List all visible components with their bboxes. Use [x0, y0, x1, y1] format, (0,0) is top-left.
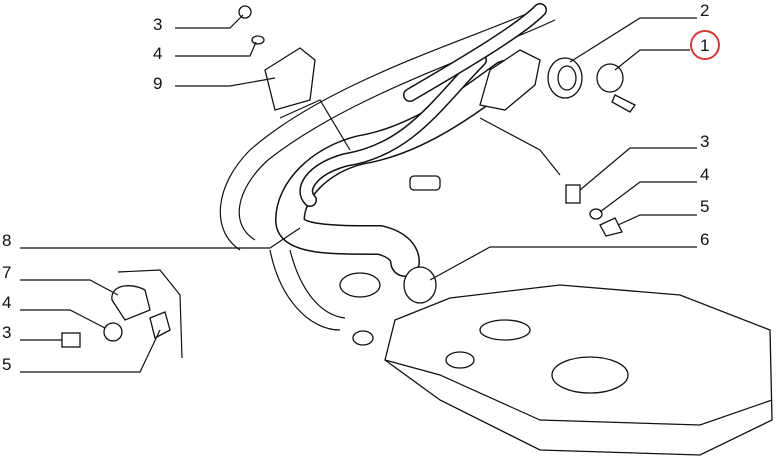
filler-hose: [275, 60, 520, 277]
body-contour-line: [269, 249, 341, 331]
callout-2: 2: [700, 1, 709, 20]
leader-lines: [20, 14, 697, 373]
callout-7: 7: [2, 263, 11, 282]
fuel-tank: [384, 284, 773, 456]
bolt: [565, 184, 581, 204]
callout-1-highlighted: 1: [700, 36, 709, 55]
callout-9: 9: [153, 74, 162, 93]
grommet: [403, 266, 437, 304]
filler-seal-inner: [557, 65, 577, 91]
callout-3-top-left: 3: [153, 15, 162, 34]
washer: [589, 208, 603, 220]
hose-clamp: [352, 330, 374, 346]
clip: [149, 311, 171, 339]
callout-4-top-left: 4: [153, 44, 162, 63]
callout-4-right: 4: [700, 165, 709, 184]
callout-8: 8: [2, 231, 11, 250]
bracket-cover: [111, 285, 151, 321]
washer: [251, 35, 265, 45]
clip: [599, 217, 623, 237]
bracket: [264, 47, 316, 111]
callout-3-right: 3: [700, 132, 709, 151]
callout-5-left: 5: [2, 355, 11, 374]
body-contour-line: [117, 269, 183, 359]
fuel-cap: [596, 63, 624, 93]
vent-hose: [299, 53, 487, 207]
filler-neck: [479, 49, 541, 111]
callout-6: 6: [700, 230, 709, 249]
callout-5-right: 5: [700, 197, 709, 216]
fuel-cap-key: [611, 94, 636, 113]
breather-hose: [403, 3, 547, 102]
hose-clamp: [339, 272, 381, 298]
bolt: [61, 332, 81, 348]
highlight-circle: [690, 30, 720, 60]
fuel-filter: [409, 175, 441, 191]
callout-4-left: 4: [2, 293, 11, 312]
washer: [103, 322, 123, 342]
callout-3-left: 3: [2, 323, 11, 342]
bolt: [238, 5, 252, 19]
body-contour-line: [219, 7, 541, 251]
body-contour-line: [289, 249, 346, 319]
